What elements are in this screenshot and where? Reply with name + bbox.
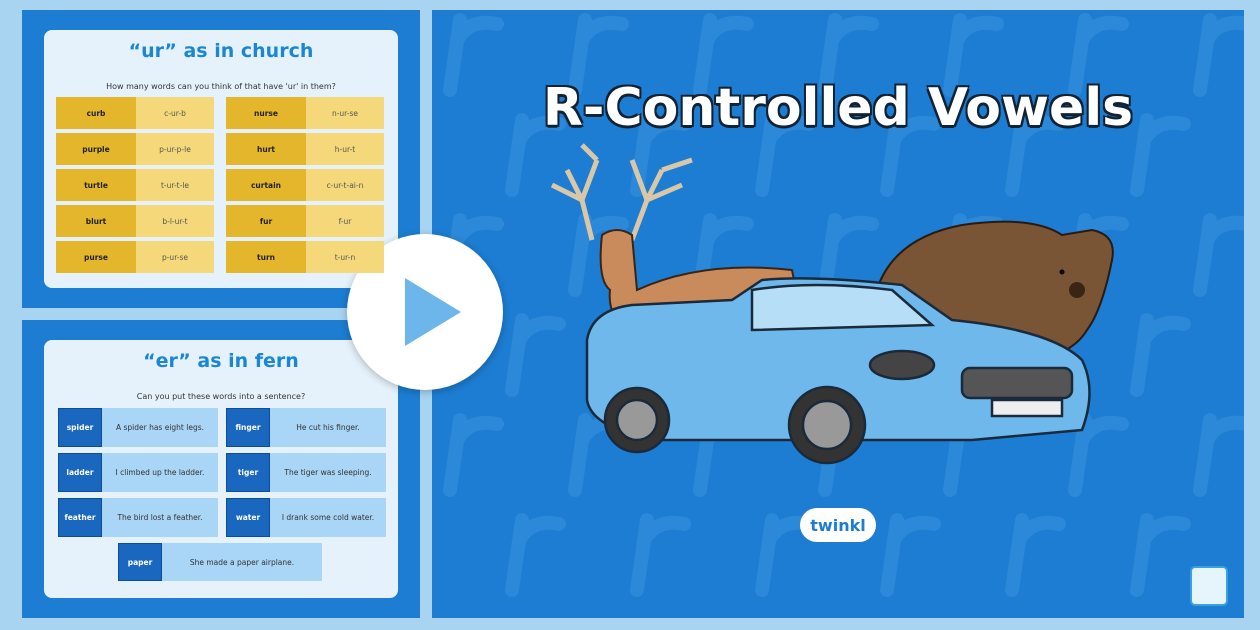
segmented-word-cell: h-ur-t (306, 133, 384, 165)
watermark-letter-shape (568, 13, 629, 97)
car-illustration (585, 277, 1091, 465)
watermark-letter-shape (1130, 313, 1191, 397)
word-cell: purple (56, 133, 136, 165)
slide-panel: “er” as in fern Can you put these words … (44, 340, 398, 598)
word-cell: curb (56, 97, 136, 129)
watermark-letter-shape (505, 113, 566, 197)
sentence-cell: A spider has eight legs. (102, 408, 218, 447)
segmented-word-cell: t-ur-n (306, 241, 384, 273)
watermark-letter-shape (1193, 13, 1244, 97)
word-cell: tiger (226, 453, 270, 492)
watermark-letter-shape (1005, 113, 1066, 197)
watermark-letter-shape (1130, 113, 1191, 197)
watermark-letter-shape (1068, 13, 1129, 97)
watermark-letter-shape (818, 13, 879, 97)
sentence-cell: I drank some cold water. (270, 498, 386, 537)
word-cell: fur (226, 205, 306, 237)
play-icon (405, 278, 461, 346)
segmented-word-cell: p-ur-p-le (136, 133, 214, 165)
slide-subtitle: Can you put these words into a sentence? (136, 392, 306, 401)
segmented-word-cell: f-ur (306, 205, 384, 237)
slide-subtitle: How many words can you think of that hav… (106, 82, 336, 91)
logo-twinkl: twinkl (800, 508, 876, 542)
sentence-cell: The tiger was sleeping. (270, 453, 386, 492)
word-cell: blurt (56, 205, 136, 237)
slide-title: “er” as in fern (143, 350, 299, 372)
word-cell: finger (226, 408, 270, 447)
thumbnail-slide-er[interactable]: “er” as in fern Can you put these words … (22, 320, 420, 618)
quality-badge-icon (1190, 566, 1228, 606)
watermark-letter-shape (443, 13, 504, 97)
word-cell: turtle (56, 169, 136, 201)
sentence-cell: He cut his finger. (270, 408, 386, 447)
word-cell: ladder (58, 453, 102, 492)
watermark-letter-shape (880, 513, 941, 597)
watermark-letter-shape (755, 113, 816, 197)
watermark-letter-shape (880, 113, 941, 197)
watermark-letter-shape (1193, 213, 1244, 297)
segmented-word-cell: c-ur-t-ai-n (306, 169, 384, 201)
sentence-cell: I climbed up the ladder. (102, 453, 218, 492)
segmented-word-cell: n-ur-se (306, 97, 384, 129)
illustration-deer-bear-car (550, 143, 1114, 465)
segmented-word-cell: c-ur-b (136, 97, 214, 129)
slide-panel: “ur” as in church How many words can you… (44, 30, 398, 288)
watermark-letter-shape (505, 313, 566, 397)
main-title: R-Controlled Vowels (542, 78, 1134, 138)
main-slide: twinkl (432, 10, 1244, 618)
word-cell: nurse (226, 97, 306, 129)
word-cell: curtain (226, 169, 306, 201)
word-cell: turn (226, 241, 306, 273)
sentence-cell: The bird lost a feather. (102, 498, 218, 537)
word-cell: purse (56, 241, 136, 273)
watermark-letter-shape (630, 513, 691, 597)
watermark-letter-shape (1193, 413, 1244, 497)
word-cell: paper (118, 543, 162, 581)
segmented-word-cell: p-ur-se (136, 241, 214, 273)
watermark-letter-shape (943, 13, 1004, 97)
word-cell: spider (58, 408, 102, 447)
watermark-letter-shape (1068, 413, 1129, 497)
watermark-letter-shape (1005, 513, 1066, 597)
word-cell: water (226, 498, 270, 537)
watermark-letter-shape (443, 413, 504, 497)
word-cell: feather (58, 498, 102, 537)
watermark-letter-shape (1130, 513, 1191, 597)
slide-title: “ur” as in church (128, 40, 314, 62)
watermark-letter-shape (568, 213, 629, 297)
sentence-cell: She made a paper airplane. (162, 543, 322, 581)
segmented-word-cell: b-l-ur-t (136, 205, 214, 237)
thumbnail-slide-ur[interactable]: “ur” as in church How many words can you… (22, 10, 420, 308)
word-cell: hurt (226, 133, 306, 165)
watermark-letter-shape (693, 13, 754, 97)
watermark-letter-shape (505, 513, 566, 597)
segmented-word-cell: t-ur-t-le (136, 169, 214, 201)
